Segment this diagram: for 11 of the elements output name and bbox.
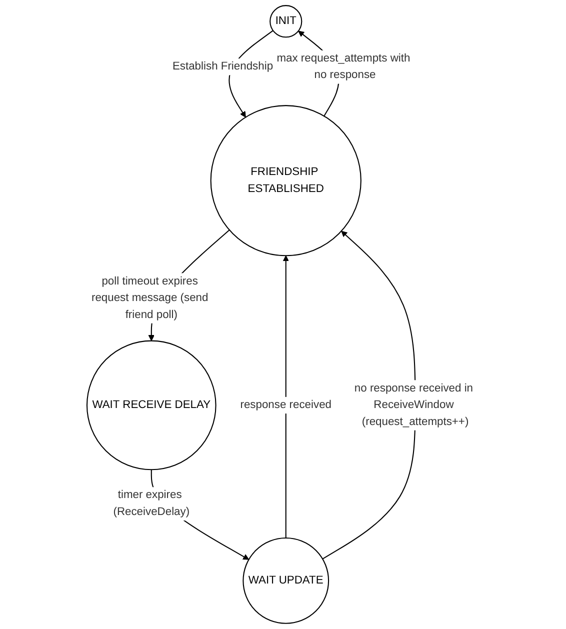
edge-label: poll timeout expires request message (send friend poll)	[91, 275, 208, 321]
edge-label: response received	[240, 398, 332, 411]
arrow	[282, 255, 289, 538]
edge-label: timer expires (ReceiveDelay)	[112, 489, 190, 518]
node-circle: FRIENDSHIP ESTABLISHED	[210, 105, 362, 256]
edge-label: max request_attempts with no response	[276, 52, 410, 82]
edge-label: Establish Friendship	[172, 60, 273, 72]
node-circle: WAIT UPDATE	[242, 538, 329, 624]
edge-label: no response received in ReceiveWindow (request_attempts++)	[354, 382, 473, 428]
node-circle: INIT	[269, 5, 302, 38]
node-circle: WAIT RECEIVE DELAY	[86, 340, 216, 470]
